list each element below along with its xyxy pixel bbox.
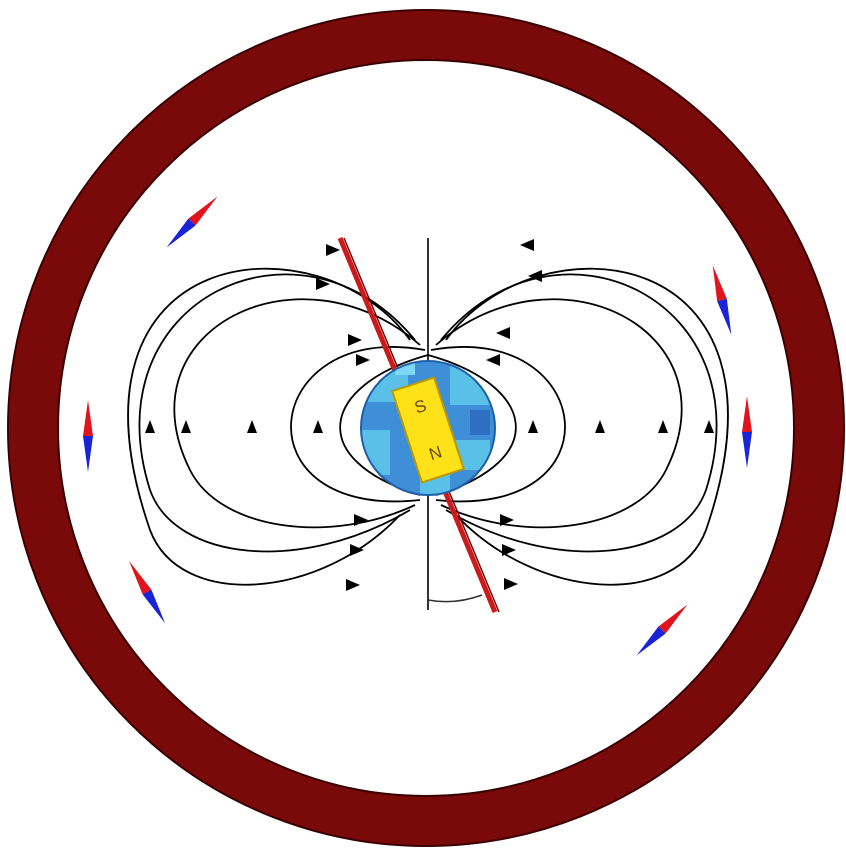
arrow-left-1 bbox=[313, 420, 323, 433]
compass-needle-icon bbox=[125, 558, 170, 625]
arrow-bottom-left-2 bbox=[350, 544, 364, 556]
arrow-left-3 bbox=[181, 420, 191, 433]
arrow-left-4 bbox=[145, 420, 155, 433]
arrow-top-right-1 bbox=[520, 239, 534, 251]
arrow-bottom-left-1 bbox=[354, 514, 368, 526]
arrow-right-1 bbox=[528, 420, 538, 433]
arrow-right-3 bbox=[658, 420, 668, 433]
arrow-top-left-3 bbox=[348, 334, 362, 346]
arrow-top-left-1 bbox=[326, 244, 340, 256]
compass-needle-icon bbox=[163, 193, 221, 251]
compass-needle-icon bbox=[83, 400, 93, 472]
arrow-bottom-left-3 bbox=[346, 579, 360, 591]
tilt-angle-arc bbox=[428, 595, 482, 602]
arrow-right-2 bbox=[595, 420, 605, 433]
arrow-top-right-4 bbox=[486, 354, 500, 366]
compass-needle-icon bbox=[633, 601, 691, 659]
compass-needle-icon bbox=[708, 264, 736, 336]
arrow-bottom-right-2 bbox=[502, 544, 516, 556]
arrow-right-4 bbox=[704, 420, 714, 433]
arrow-bottom-right-3 bbox=[504, 578, 518, 590]
arrow-top-left-4 bbox=[356, 354, 370, 366]
arrow-top-right-3 bbox=[496, 327, 510, 339]
arrow-left-2 bbox=[247, 420, 257, 433]
compass-needle-icon bbox=[742, 396, 752, 468]
